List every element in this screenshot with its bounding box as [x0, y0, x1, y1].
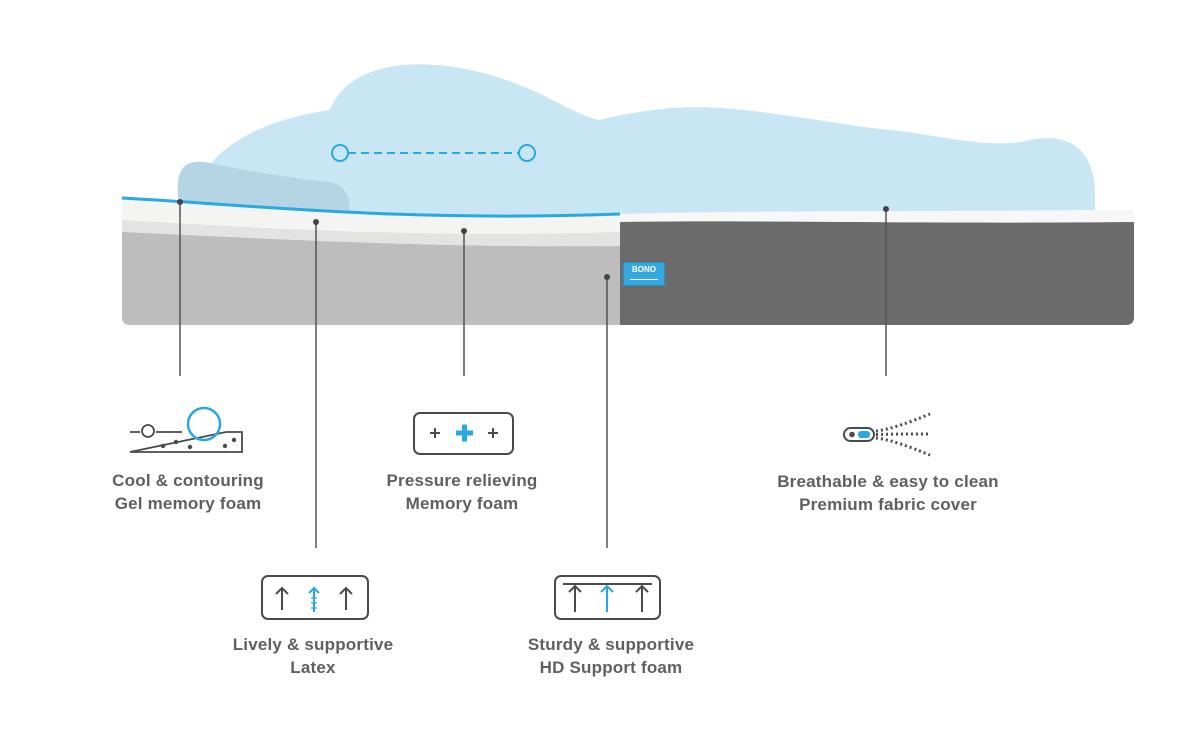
gel-line [121, 196, 621, 218]
support-arrows-icon [554, 575, 661, 620]
gel-layer-line2: Gel memory foam [114, 494, 262, 513]
cover-layer-line1: Breathable & easy to clean [777, 472, 999, 491]
latex-layer-line1: Lively & supportive [232, 635, 394, 654]
zipper-icon [843, 412, 931, 457]
latex-layer [122, 220, 620, 247]
brand-underline [630, 279, 658, 280]
brand-tag: BONO [623, 262, 665, 286]
hd-layer-label: Sturdy & supportive HD Support foam [481, 633, 741, 679]
hd-layer-line2: HD Support foam [539, 658, 683, 677]
gel-layer-line1: Cool & contouring [112, 471, 264, 490]
cover-top [620, 210, 1134, 222]
latex-layer-label: Lively & supportive Latex [183, 633, 443, 679]
shoulder-measure [331, 144, 536, 162]
fabric-cover [620, 221, 1134, 325]
cover-layer-line2: Premium fabric cover [799, 495, 977, 514]
plus-pressure-icon [413, 412, 514, 455]
sleeper-silhouette [190, 64, 1095, 227]
memory-layer-line2: Memory foam [405, 494, 519, 513]
cover-layer-label: Breathable & easy to clean Premium fabri… [743, 470, 1033, 516]
hd-foam-layer [122, 232, 620, 325]
memory-layer-label: Pressure relieving Memory foam [332, 469, 592, 515]
leader-lines [179, 202, 887, 548]
brand-name: BONO [632, 265, 656, 274]
hd-layer-line1: Sturdy & supportive [527, 635, 695, 654]
leader-dots [177, 199, 889, 280]
latex-layer-line2: Latex [290, 658, 336, 677]
latex-arrows-icon [261, 575, 369, 620]
gel-layer-label: Cool & contouring Gel memory foam [58, 469, 318, 515]
gel-bubbles-icon [129, 406, 243, 453]
memory-layer-line1: Pressure relieving [386, 471, 538, 490]
